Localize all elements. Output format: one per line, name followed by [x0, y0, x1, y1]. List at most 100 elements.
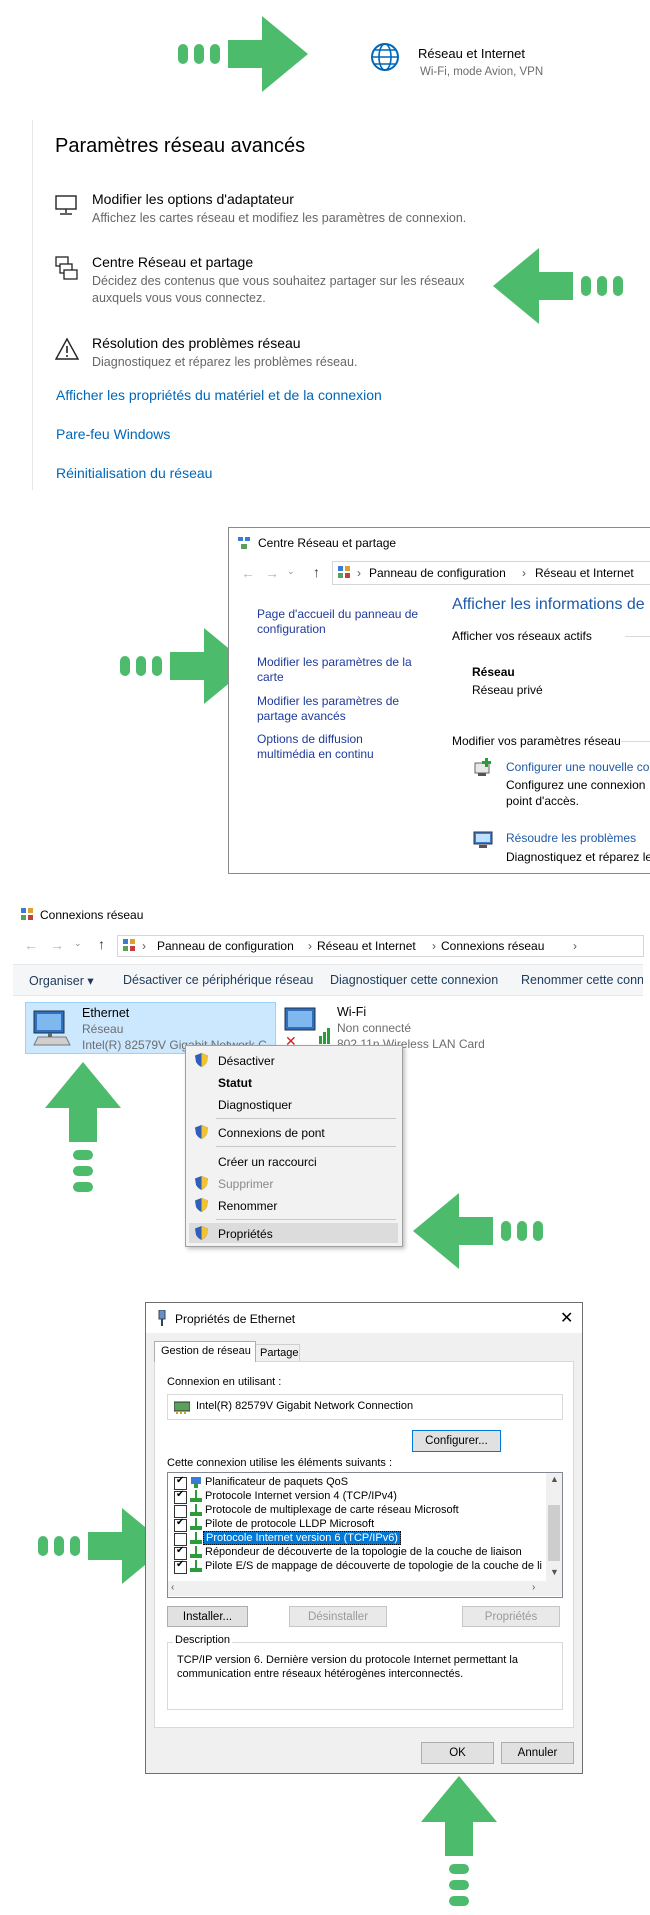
breadcrumb-separator: ›: [357, 566, 361, 580]
disable-device-button[interactable]: Désactiver ce périphérique réseau: [123, 973, 314, 987]
back-icon[interactable]: ←: [24, 937, 38, 953]
list-row-multiplexor[interactable]: Protocole de multiplexage de carte résea…: [168, 1504, 546, 1518]
forward-icon[interactable]: →: [265, 565, 279, 581]
globe-icon[interactable]: [370, 42, 400, 77]
adapter-name: Wi-Fi: [337, 1005, 367, 1019]
install-button[interactable]: Installer...: [167, 1606, 248, 1627]
menu-item-diagnose[interactable]: Diagnostiquer: [218, 1098, 293, 1112]
scroll-down-icon[interactable]: ▼: [550, 1567, 559, 1577]
new-connection-link[interactable]: Configurer une nouvelle co: [506, 760, 650, 774]
items-label: Cette connexion utilise les éléments sui…: [167, 1457, 393, 1469]
address-bar[interactable]: › Panneau de configuration › Réseau et I…: [117, 935, 644, 957]
scroll-left-icon[interactable]: ‹: [171, 1582, 175, 1593]
tab-networking[interactable]: Gestion de réseau: [154, 1341, 256, 1362]
new-connection-desc2: point d'accès.: [506, 794, 580, 808]
ok-button[interactable]: OK: [421, 1742, 494, 1764]
configure-button[interactable]: Configurer...: [412, 1430, 501, 1452]
network-sharing-window: Centre Réseau et partage ← → ⌄ ↑ › Panne…: [228, 527, 650, 874]
protocol-icon: [190, 1532, 202, 1550]
breadcrumb-separator: ›: [142, 939, 146, 953]
protocol-icon: [190, 1504, 202, 1522]
adapter-field: Intel(R) 82579V Gigabit Network Connecti…: [167, 1394, 563, 1420]
lltd-responder-checkbox[interactable]: [174, 1545, 187, 1560]
lltd-responder-label: Répondeur de découverte de la topologie …: [205, 1546, 522, 1558]
lldp-checkbox[interactable]: [174, 1517, 187, 1532]
network-reset-link[interactable]: Réinitialisation du réseau: [56, 465, 213, 481]
qos-label: Planificateur de paquets QoS: [205, 1476, 349, 1488]
network-internet-subtitle: Wi-Fi, mode Avion, VPN: [420, 66, 544, 78]
up-icon[interactable]: ↑: [98, 936, 105, 952]
list-row-lltd-responder[interactable]: Répondeur de découverte de la topologie …: [168, 1545, 546, 1560]
uninstall-button[interactable]: Désinstaller: [289, 1606, 387, 1627]
list-row-ipv4[interactable]: Protocole Internet version 4 (TCP/IPv4): [168, 1489, 546, 1504]
breadcrumb-network-internet[interactable]: Réseau et Internet: [535, 566, 634, 580]
cancel-button[interactable]: Annuler: [501, 1742, 574, 1764]
ipv4-checkbox[interactable]: [174, 1489, 187, 1504]
dialog-titlebar: [146, 1303, 582, 1333]
adapter-status: Non connecté: [337, 1021, 412, 1035]
ethernet-properties-dialog: Propriétés de Ethernet ✕ Gestion de rése…: [145, 1302, 583, 1774]
troubleshoot-link[interactable]: Résolution des problèmes réseau: [92, 335, 301, 351]
list-row-qos[interactable]: Planificateur de paquets QoS: [168, 1475, 546, 1490]
control-panel-icon: [122, 938, 136, 957]
breadcrumb-network-connections[interactable]: Connexions réseau: [441, 939, 545, 953]
connect-using-label: Connexion en utilisant :: [167, 1376, 282, 1388]
menu-item-disable[interactable]: Désactiver: [218, 1054, 275, 1068]
diagnose-button[interactable]: Diagnostiquer cette connexion: [330, 973, 499, 987]
network-sharing-link[interactable]: Centre Réseau et partage: [92, 254, 254, 270]
dialog-title: Propriétés de Ethernet: [175, 1312, 296, 1326]
forward-icon[interactable]: →: [50, 937, 64, 953]
components-list[interactable]: Planificateur de paquets QoS Protocole I…: [167, 1472, 563, 1598]
arrow-right-icon: [38, 1508, 168, 1584]
vertical-scrollbar[interactable]: ▲ ▼: [546, 1473, 562, 1581]
close-icon[interactable]: ✕: [560, 1310, 574, 1327]
breadcrumb-network-internet[interactable]: Réseau et Internet: [317, 939, 416, 953]
rename-button[interactable]: Renommer cette conne: [521, 973, 643, 987]
menu-item-properties-highlight[interactable]: [189, 1223, 398, 1243]
organize-menu[interactable]: Organiser ▾: [29, 974, 94, 988]
new-connection-desc1: Configurez une connexion: [506, 778, 646, 792]
hardware-properties-link[interactable]: Afficher les propriétés du matériel et d…: [56, 387, 382, 403]
menu-item-delete[interactable]: Supprimer: [218, 1177, 274, 1191]
list-row-ipv6[interactable]: Protocole Internet version 6 (TCP/IPv6): [168, 1531, 546, 1546]
up-icon[interactable]: ↑: [313, 564, 320, 580]
description-text1: TCP/IP version 6. Dernière version du pr…: [177, 1654, 518, 1666]
list-row-lldp[interactable]: Pilote de protocole LLDP Microsoft: [168, 1517, 546, 1532]
context-menu: Désactiver Statut Diagnostiquer Connexio…: [185, 1045, 403, 1247]
back-icon[interactable]: ←: [241, 565, 255, 581]
breadcrumb-separator: ›: [432, 939, 436, 953]
address-bar[interactable]: › Panneau de configuration › Réseau et I…: [332, 561, 650, 585]
network-adapter-icon: [157, 1309, 167, 1331]
menu-item-shortcut[interactable]: Créer un raccourci: [218, 1155, 317, 1169]
scroll-right-icon[interactable]: ›: [532, 1582, 536, 1593]
firewall-link[interactable]: Pare-feu Windows: [56, 426, 171, 442]
chevron-down-icon[interactable]: ⌄: [74, 938, 82, 948]
network-internet-title[interactable]: Réseau et Internet: [418, 46, 525, 61]
adapter-options-desc: Affichez les cartes réseau et modifiez l…: [92, 211, 467, 225]
adapter-options-link[interactable]: Modifier les options d'adaptateur: [92, 191, 294, 207]
breadcrumb-control-panel[interactable]: Panneau de configuration: [369, 566, 506, 580]
protocol-icon: [190, 1490, 202, 1508]
arrow-right-icon: [178, 16, 308, 92]
menu-item-properties[interactable]: Propriétés: [218, 1227, 273, 1241]
menu-item-rename[interactable]: Renommer: [218, 1199, 278, 1213]
scroll-thumb[interactable]: [548, 1505, 560, 1561]
chevron-down-icon[interactable]: ⌄: [287, 566, 295, 576]
properties-button[interactable]: Propriétés: [462, 1606, 560, 1627]
list-row-lltd-mapper[interactable]: Pilote E/S de mappage de découverte de t…: [168, 1560, 546, 1574]
menu-item-status[interactable]: Statut: [218, 1076, 252, 1090]
adapter-ethernet[interactable]: Ethernet Réseau Intel(R) 82579V Gigabit …: [25, 1002, 276, 1054]
horizontal-scrollbar[interactable]: ‹ ›: [168, 1581, 562, 1596]
arrow-left-icon: [493, 248, 623, 324]
menu-item-bridge[interactable]: Connexions de pont: [218, 1126, 325, 1140]
breadcrumb-control-panel[interactable]: Panneau de configuration: [157, 939, 294, 953]
troubleshoot-link[interactable]: Résoudre les problèmes: [506, 831, 637, 845]
scroll-up-icon[interactable]: ▲: [550, 1474, 559, 1484]
tab-sharing[interactable]: Partage: [255, 1344, 300, 1362]
troubleshoot-icon: [472, 829, 494, 856]
lltd-mapper-checkbox[interactable]: [174, 1560, 187, 1574]
